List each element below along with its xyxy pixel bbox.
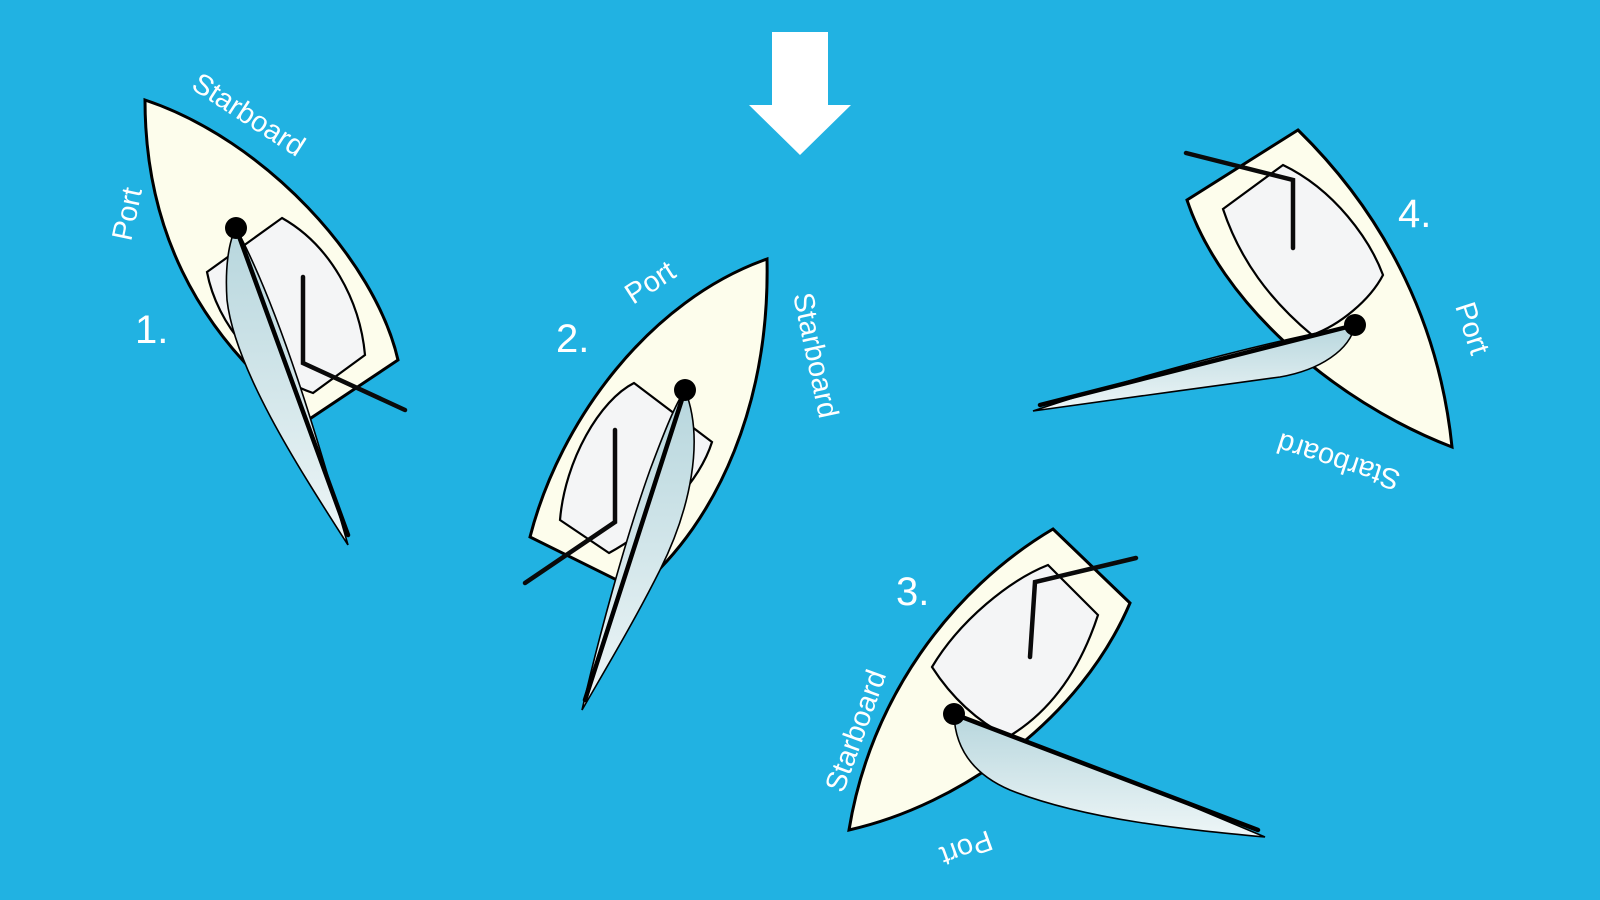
boat-1-port-label: Port (107, 185, 149, 244)
boat-3: Starboard Port 3. (820, 527, 1266, 872)
boat-3-mast-icon (943, 703, 965, 725)
boat-2-sail (581, 388, 695, 711)
boat-3-port-label: Port (936, 823, 997, 871)
boat-2-port-label: Port (619, 255, 681, 311)
boat-4-starboard-label: Starboard (1273, 426, 1404, 496)
boat-4-boom (1037, 322, 1358, 408)
boat-2-tiller (522, 427, 618, 586)
boat-4: Port Starboard 4. (1032, 128, 1495, 496)
wind-direction-arrow-icon (749, 32, 851, 155)
boat-1-boom (233, 225, 351, 538)
boat-2-mast-icon (674, 379, 696, 401)
boat-1-tiller (300, 274, 408, 413)
boat-1-number: 1. (135, 308, 168, 352)
boat-4-cockpit (1221, 163, 1385, 337)
boat-1-sail (225, 226, 349, 546)
boat-3-boom (951, 711, 1261, 833)
boat-2: Port Starboard 2. (522, 255, 844, 711)
boat-2-boom (582, 387, 688, 703)
boat-2-starboard-label: Starboard (786, 290, 844, 421)
boat-1: Starboard Port 1. (107, 67, 408, 546)
boat-2-number: 2. (556, 317, 589, 361)
boat-3-tiller (1027, 555, 1139, 660)
boat-3-cockpit (930, 563, 1100, 739)
boat-1-mast-icon (225, 217, 247, 239)
boat-4-number: 4. (1398, 192, 1431, 236)
boat-3-number: 3. (896, 570, 929, 614)
boat-4-mast-icon (1344, 314, 1366, 336)
boat-4-tiller (1183, 150, 1296, 251)
boat-4-port-label: Port (1448, 298, 1495, 358)
